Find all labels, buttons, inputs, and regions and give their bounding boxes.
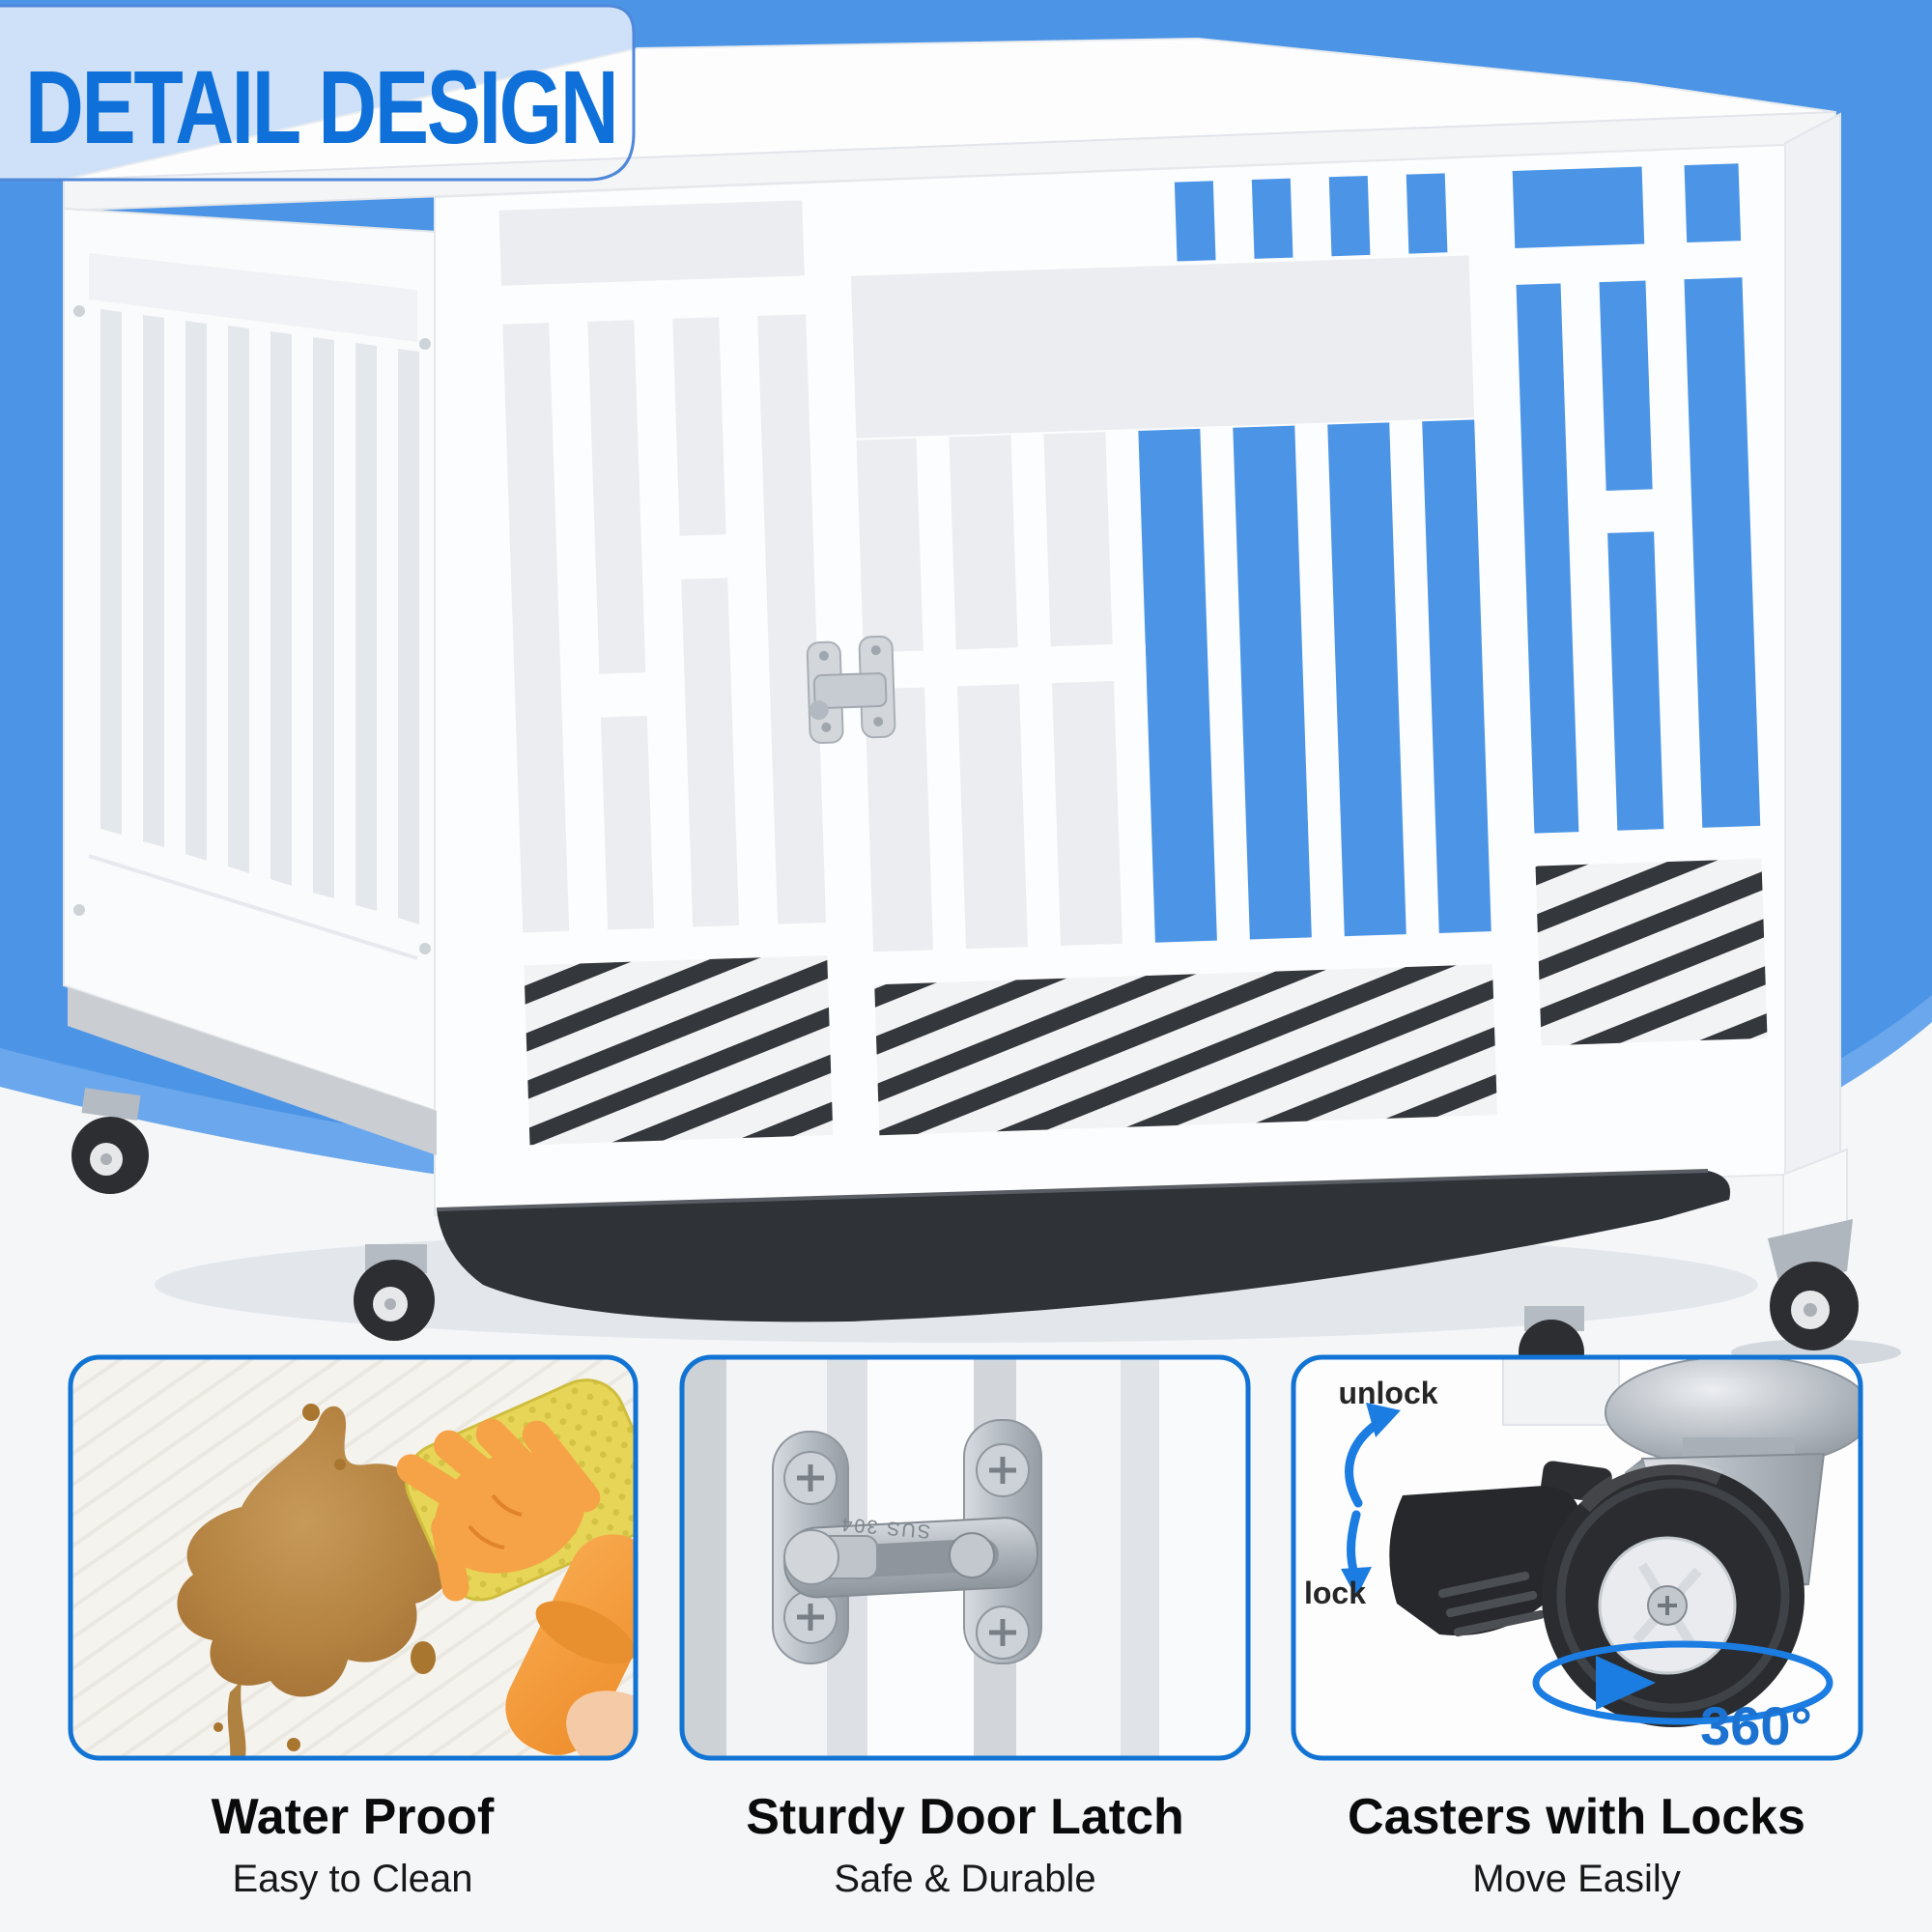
- tray-edge: [436, 1169, 1709, 1211]
- feature-card-casters: unlock lock 360° Casters with Locks Move…: [1291, 1354, 1863, 1900]
- card-border: [1291, 1354, 1863, 1761]
- rotation-ellipse-icon: [1532, 1640, 1833, 1725]
- door-latch: [806, 635, 896, 745]
- furniture-leg: [1502, 1359, 1620, 1426]
- door-latch-closeup: SUS 304: [772, 1419, 1042, 1664]
- caster-wheel: [1542, 1460, 1804, 1727]
- caster-photo: unlock lock 360°: [1295, 1359, 1859, 1756]
- waterproof-photo: [72, 1359, 634, 1756]
- front-left-panel: [498, 200, 834, 1146]
- latch-photo: SUS 304: [684, 1359, 1246, 1756]
- feature-subtitle: Easy to Clean: [232, 1858, 472, 1900]
- base-tray: [437, 1171, 1731, 1322]
- page-title: DETAIL DESIGN: [25, 48, 616, 166]
- unlock-label: unlock: [1338, 1376, 1437, 1410]
- crate-right-side: [1784, 112, 1841, 1200]
- feature-card-waterproof: Water Proof Easy to Clean: [68, 1354, 639, 1900]
- feature-subtitle: Move Easily: [1472, 1858, 1681, 1900]
- card-border: [68, 1354, 639, 1761]
- spill-stain: [177, 1406, 460, 1697]
- side-screws: [73, 305, 431, 954]
- banner-outline: [0, 4, 636, 182]
- front-lattice: [498, 163, 1768, 1146]
- front-right-panel: [1512, 163, 1768, 1046]
- side-base-shadow: [68, 987, 437, 1155]
- caster-front-left: [354, 1244, 435, 1341]
- latch-screws: [783, 1443, 1030, 1660]
- card-border: [679, 1354, 1251, 1761]
- feature-title: Casters with Locks: [1348, 1789, 1805, 1845]
- rotation-degrees-label: 360°: [1700, 1695, 1812, 1756]
- spill-droplets: [213, 1404, 436, 1751]
- crate-left-side-panel: [63, 207, 438, 1113]
- crate-door: [806, 173, 1498, 1136]
- rotation-arrowhead-icon: [1596, 1656, 1656, 1710]
- forearm-skin: [566, 1690, 634, 1756]
- dog-crate: [63, 37, 1901, 1385]
- brake-pedal: [1389, 1461, 1612, 1637]
- rubber-glove-hand: [396, 1418, 634, 1756]
- side-slat-gaps: [100, 309, 419, 924]
- lock-arrow-icon: [1341, 1510, 1372, 1598]
- lock-label: lock: [1304, 1576, 1366, 1610]
- caster-back-left: [71, 1088, 149, 1194]
- feature-title: Water Proof: [212, 1789, 495, 1845]
- unlock-arrow-icon: [1345, 1403, 1401, 1508]
- feature-title: Sturdy Door Latch: [746, 1789, 1184, 1845]
- feature-subtitle: Safe & Durable: [834, 1858, 1095, 1900]
- feature-card-latch: SUS 304 Sturdy Door Latch Safe & Durable: [679, 1354, 1251, 1900]
